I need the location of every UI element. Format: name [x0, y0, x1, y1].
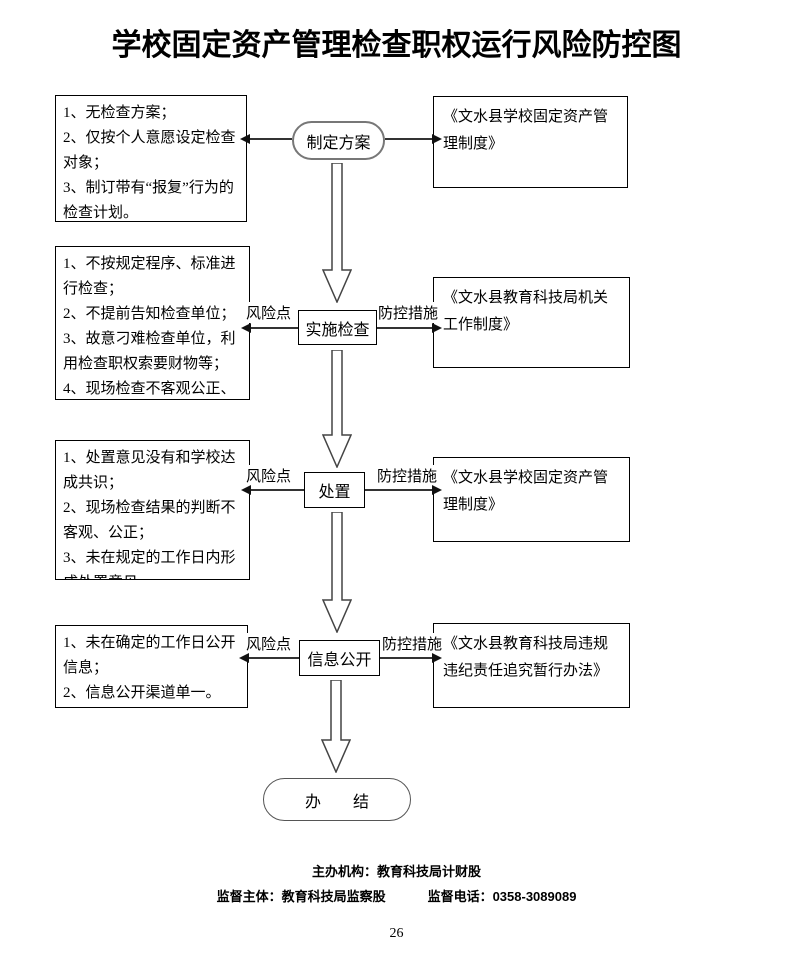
risk-point-label-row4: 风险点 — [246, 633, 292, 654]
footer-organizer: 主办机构：教育科技局计财股 — [311, 864, 481, 879]
flow-down-arrow-icon — [322, 350, 352, 468]
risk-item: 3、制订带有“报复”行为的检查计划。 — [63, 180, 234, 221]
arrowhead-right-icon — [432, 134, 442, 144]
flow-down-arrow-icon — [321, 680, 351, 773]
measure-box-inspect: 《文水县教育科技局机关工作制度》 — [433, 277, 630, 368]
arrow-left-row1 — [240, 134, 292, 144]
arrow-left-row3 — [241, 485, 304, 495]
risk-item: 3、故意刁难检查单位，利用检查职权索要财物等； — [63, 331, 236, 372]
risk-box-dispose: 1、处置意见没有和学校达成共识； 2、现场检查结果的判断不客观、公正； 3、未在… — [55, 440, 250, 580]
risk-item: 2、仅按个人意愿设定检查对象； — [63, 130, 236, 171]
node-dispose: 处置 — [304, 472, 365, 508]
arrow-right-row3 — [365, 485, 442, 495]
risk-point-label-row3: 风险点 — [246, 465, 292, 486]
risk-box-plan: 1、无检查方案； 2、仅按个人意愿设定检查对象； 3、制订带有“报复”行为的检查… — [55, 95, 247, 222]
risk-item: 2、现场检查结果的判断不客观、公正； — [63, 500, 236, 541]
page-title: 学校固定资产管理检查职权运行风险防控图 — [111, 29, 682, 62]
control-measure-label-row3: 防控措施 — [377, 465, 438, 486]
measure-box-dispose: 《文水县学校固定资产管理制度》 — [433, 457, 630, 542]
control-measure-label-row2: 防控措施 — [378, 302, 439, 323]
arrowhead-left-icon — [240, 134, 250, 144]
risk-item: 1、未在确定的工作日公开信息； — [63, 635, 236, 676]
arrow-right-row2 — [377, 323, 442, 333]
footer-supervisor: 监督主体：教育科技局监察股 — [216, 889, 386, 904]
flow-down-arrow-icon — [322, 163, 352, 303]
measure-box-disclose: 《文水县教育科技局违规违纪责任追究暂行办法》 — [433, 623, 630, 708]
arrow-right-row4 — [380, 653, 442, 663]
arrowhead-right-icon — [432, 323, 442, 333]
risk-item: 1、无检查方案； — [63, 105, 176, 121]
flow-down-arrow-icon — [322, 512, 352, 633]
risk-item: 2、不提前告知检查单位； — [63, 306, 236, 322]
risk-point-label-row2: 风险点 — [246, 302, 292, 323]
arrowhead-left-icon — [239, 653, 249, 663]
risk-box-disclose: 1、未在确定的工作日公开信息； 2、信息公开渠道单一。 — [55, 625, 248, 708]
measure-box-plan: 《文水县学校固定资产管理制度》 — [433, 96, 628, 188]
risk-item: 1、不按规定程序、标准进行检查； — [63, 256, 236, 297]
arrowhead-left-icon — [241, 485, 251, 495]
arrowhead-right-icon — [432, 485, 442, 495]
footer-supervision: 监督主体：教育科技局监察股 监督电话：0358-3089089 — [0, 886, 793, 905]
node-inspect: 实施检查 — [298, 310, 377, 345]
risk-item: 2、信息公开渠道单一。 — [63, 685, 221, 701]
control-measure-label-row4: 防控措施 — [382, 633, 443, 654]
node-plan: 制定方案 — [292, 121, 385, 160]
risk-box-inspect: 1、不按规定程序、标准进行检查； 2、不提前告知检查单位； 3、故意刁难检查单位… — [55, 246, 250, 400]
arrow-right-row1 — [385, 134, 442, 144]
arrowhead-right-icon — [432, 653, 442, 663]
arrowhead-left-icon — [241, 323, 251, 333]
arrow-left-row4 — [239, 653, 299, 663]
arrow-left-row2 — [241, 323, 298, 333]
node-disclose: 信息公开 — [299, 640, 380, 676]
page-number: 26 — [389, 926, 404, 941]
risk-item: 1、处置意见没有和学校达成共识； — [63, 450, 236, 491]
node-end: 办 结 — [263, 778, 411, 821]
risk-item: 3、未在规定的工作日内形成处置意见。 — [63, 550, 236, 579]
footer-phone: 监督电话：0358-3089089 — [427, 889, 577, 904]
risk-item: 4、现场检查不客观公正、按关系人情执行检查任务。 — [63, 381, 236, 397]
